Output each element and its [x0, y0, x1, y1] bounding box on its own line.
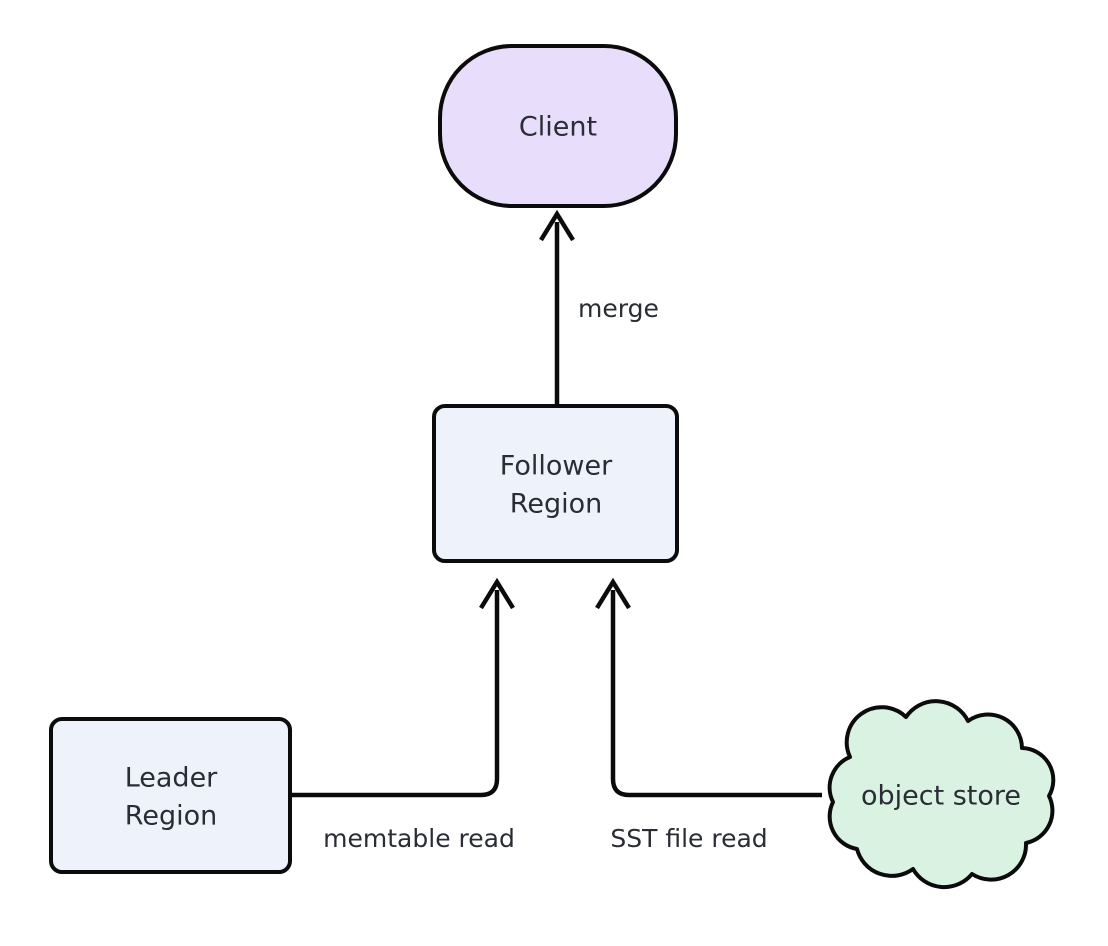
- object-store-cloud-icon: [827, 699, 1056, 890]
- follower-region-node-shape: [432, 404, 679, 563]
- merge-arrowhead-icon: [539, 209, 575, 242]
- memtable-read-edge-line: [290, 590, 500, 798]
- node-client[interactable]: Client: [438, 44, 678, 208]
- edge-merge[interactable]: merge: [539, 209, 659, 404]
- follower-region-node-label-line2: Region: [510, 489, 602, 520]
- client-node-label: Client: [519, 112, 597, 143]
- edge-memtable-read[interactable]: memtable read: [290, 577, 515, 853]
- sst-file-read-arrowhead-icon: [595, 577, 631, 610]
- leader-region-node-shape: [49, 717, 292, 874]
- edge-label-merge: merge: [578, 294, 659, 323]
- client-node-shape: [438, 44, 678, 208]
- edge-label-memtable-read: memtable read: [323, 824, 515, 853]
- follower-region-node-label-line1: Follower: [500, 451, 613, 482]
- leader-region-node-label-line1: Leader: [125, 763, 218, 794]
- sst-file-read-edge-line: [610, 590, 822, 798]
- node-leader-region[interactable]: Leader Region: [49, 717, 292, 874]
- object-store-node-label: object store: [861, 781, 1021, 812]
- node-follower-region[interactable]: Follower Region: [432, 404, 679, 563]
- leader-region-node-label-line2: Region: [125, 801, 217, 832]
- memtable-read-arrowhead-icon: [479, 577, 515, 610]
- node-object-store[interactable]: object store: [827, 699, 1056, 890]
- edge-label-sst-file-read: SST file read: [610, 824, 767, 853]
- edge-sst-file-read[interactable]: SST file read: [595, 577, 822, 853]
